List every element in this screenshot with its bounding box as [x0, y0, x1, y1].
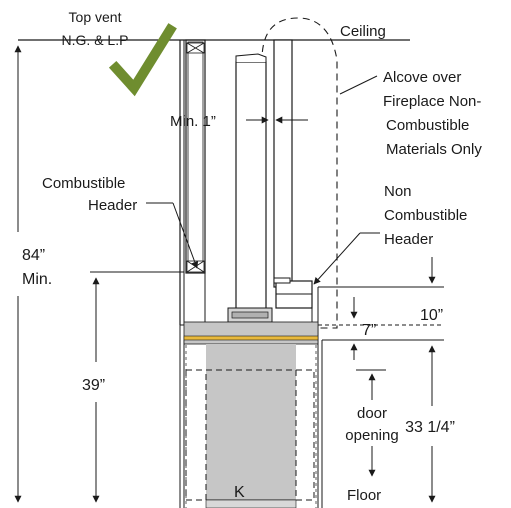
header-height-dimension: [90, 271, 184, 503]
non-combustible-label-line1: Non: [384, 183, 412, 200]
door-opening-label-line2: opening: [345, 427, 398, 444]
combustible-header-label-line2: Header: [88, 197, 137, 214]
header-offset-dimensions: [318, 257, 444, 360]
combustible-header-label-line1: Combustible: [42, 175, 125, 192]
top-vent-label-line1: Top vent: [69, 9, 122, 25]
non-combustible-label-line2: Combustible: [384, 207, 467, 224]
min-clearance-label: Min. 1”: [170, 113, 216, 130]
floor-label: Floor: [347, 487, 381, 504]
total-height-label-line2: Min.: [22, 271, 52, 288]
combustible-header-arrow: [172, 202, 199, 269]
combustible-wall: [179, 39, 206, 326]
alcove-leader: [339, 75, 378, 95]
fireplace-unit: K: [183, 307, 319, 508]
vent-pipe: [235, 39, 293, 311]
alcove-label-line4: Materials Only: [386, 141, 482, 158]
ceiling-label: Ceiling: [340, 23, 386, 40]
total-height-label-line1: 84”: [22, 247, 45, 264]
top-vent-label-line2: N.G. & L.P: [62, 32, 129, 48]
header-height-label: 39”: [82, 377, 105, 394]
alcove-outline: [261, 17, 338, 329]
door-opening-dimension: [356, 369, 386, 477]
door-opening-label-line1: door: [357, 405, 387, 422]
right-wall: [179, 287, 323, 508]
non-combustible-label-line3: Header: [384, 231, 433, 248]
dim-10-label: 10”: [420, 307, 443, 324]
total-height-dimension: [14, 39, 46, 503]
svg-text:K: K: [234, 484, 245, 501]
alcove-label-line1: Alcove over: [383, 69, 461, 86]
non-combustible-arrow: [313, 232, 361, 285]
checkmark-icon: [108, 23, 177, 97]
alcove-label-line3: Combustible: [386, 117, 469, 134]
dim-33-label: 33 1/4”: [405, 419, 455, 436]
dim-7-label: 7”: [362, 322, 376, 339]
alcove-label-line2: Fireplace Non-: [383, 93, 481, 110]
non-combustible-header-block: [273, 277, 313, 309]
